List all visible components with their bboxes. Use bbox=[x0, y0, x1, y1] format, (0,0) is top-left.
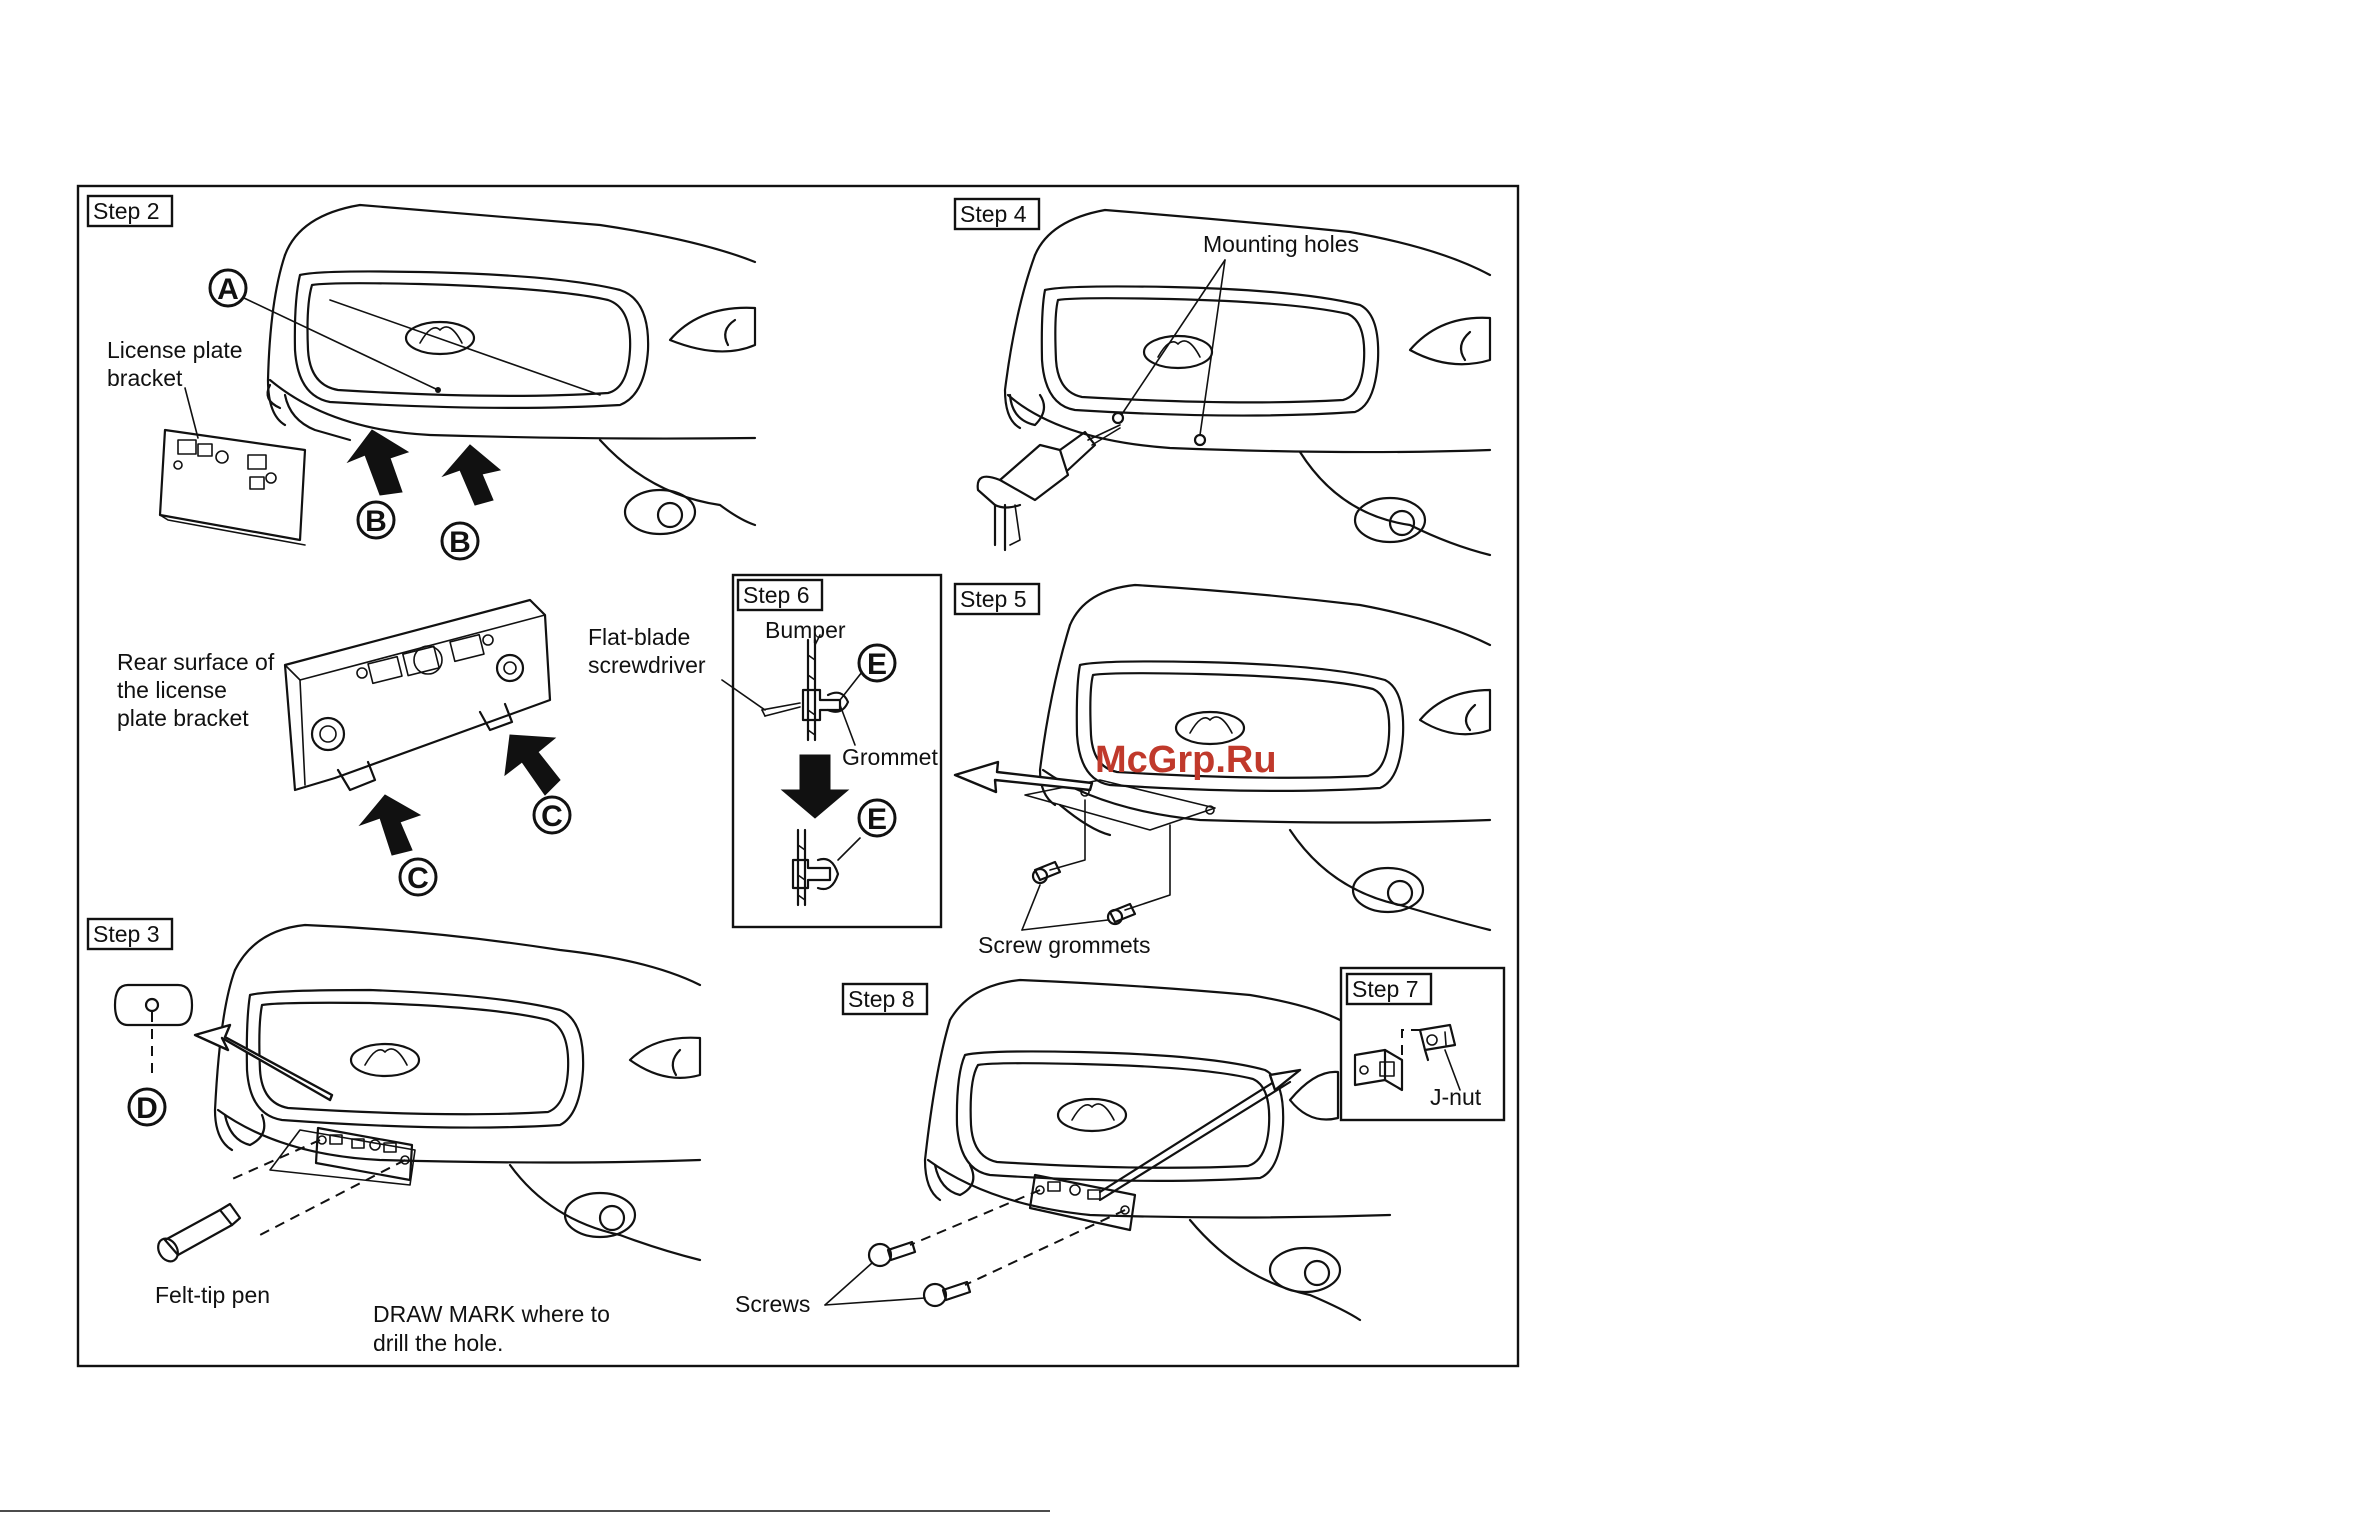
step3-hole-detail bbox=[115, 985, 192, 1080]
felt-tip-pen-label: Felt-tip pen bbox=[155, 1282, 270, 1308]
step5-leader-2 bbox=[1125, 825, 1170, 910]
callout-c-right: C bbox=[534, 797, 570, 833]
screw-grommets-leader-2 bbox=[1022, 920, 1108, 930]
svg-text:B: B bbox=[449, 526, 471, 559]
arrow-c-right bbox=[505, 735, 560, 795]
svg-text:E: E bbox=[867, 648, 887, 681]
rear-surface-label-2: the license bbox=[117, 677, 227, 703]
mounting-holes-leader-1 bbox=[1122, 260, 1225, 414]
step4-car-illustration bbox=[1005, 210, 1490, 555]
mounting-holes-label: Mounting holes bbox=[1203, 231, 1359, 257]
j-nut-label: J-nut bbox=[1430, 1084, 1482, 1110]
step3-label: Step 3 bbox=[93, 921, 160, 947]
screws-leader-1 bbox=[825, 1263, 872, 1305]
power-drill bbox=[978, 425, 1120, 550]
watermark: McGrp.Ru bbox=[1095, 739, 1277, 781]
arrow-b-right bbox=[443, 445, 500, 505]
step2-label: Step 2 bbox=[93, 198, 160, 224]
screws-label: Screws bbox=[735, 1291, 810, 1317]
step6-label: Step 6 bbox=[743, 582, 810, 608]
flat-blade-label-1: Flat-blade bbox=[588, 624, 690, 650]
svg-text:A: A bbox=[217, 273, 239, 306]
callout-d: D bbox=[129, 1089, 165, 1125]
draw-mark-label-1: DRAW MARK where to bbox=[373, 1301, 610, 1327]
svg-text:C: C bbox=[407, 862, 429, 895]
step8-arrow-2 bbox=[1100, 1082, 1290, 1200]
draw-mark-label-2: drill the hole. bbox=[373, 1330, 503, 1356]
license-plate-bracket-label-2: bracket bbox=[107, 365, 183, 391]
step4-label: Step 4 bbox=[960, 201, 1027, 227]
step8-dash-2 bbox=[965, 1210, 1125, 1285]
bumper-label: Bumper bbox=[765, 617, 846, 643]
screw-grommet-1 bbox=[1033, 862, 1060, 883]
step5-label: Step 5 bbox=[960, 586, 1027, 612]
screws-leader-2 bbox=[825, 1298, 925, 1305]
felt-tip-pen bbox=[154, 1204, 240, 1265]
flat-blade-label-2: screwdriver bbox=[588, 652, 706, 678]
step8-arrow bbox=[1100, 1075, 1285, 1192]
step2-car-illustration bbox=[268, 205, 755, 534]
arrow-b-left bbox=[348, 430, 408, 495]
license-plate-bracket bbox=[160, 430, 305, 545]
license-plate-bracket-label-1: License plate bbox=[107, 337, 243, 363]
mounting-holes-leader-2 bbox=[1200, 260, 1225, 435]
step7-label: Step 7 bbox=[1352, 976, 1419, 1002]
step3-car-illustration bbox=[215, 925, 700, 1260]
callout-c-left: C bbox=[400, 859, 436, 895]
rear-surface-label-3: plate bracket bbox=[117, 705, 249, 731]
screw-grommet-2 bbox=[1108, 904, 1135, 924]
screw-grommets-leader-1 bbox=[1022, 885, 1040, 930]
step5-arrow bbox=[955, 762, 1092, 792]
license-plate-bracket-leader bbox=[185, 388, 198, 438]
callout-b-left: B bbox=[358, 502, 394, 538]
step8-plate bbox=[1030, 1175, 1135, 1230]
step8-dash-1 bbox=[910, 1190, 1040, 1245]
screw-grommets-label: Screw grommets bbox=[978, 932, 1151, 958]
grommet-label: Grommet bbox=[842, 744, 938, 770]
svg-text:C: C bbox=[541, 800, 563, 833]
svg-text:D: D bbox=[136, 1092, 158, 1125]
screw-2 bbox=[924, 1282, 970, 1306]
callout-b-right: B bbox=[442, 523, 478, 559]
screw-1 bbox=[869, 1242, 915, 1266]
step8-arrow-head bbox=[1270, 1070, 1300, 1090]
callout-e-bottom: E bbox=[859, 800, 895, 836]
arrow-c-left bbox=[360, 795, 420, 855]
svg-text:B: B bbox=[365, 505, 387, 538]
callout-a: A bbox=[210, 270, 438, 390]
step8-car-illustration bbox=[925, 980, 1390, 1320]
step8-label: Step 8 bbox=[848, 986, 915, 1012]
rear-surface-label-1: Rear surface of bbox=[117, 649, 275, 675]
svg-text:E: E bbox=[867, 803, 887, 836]
